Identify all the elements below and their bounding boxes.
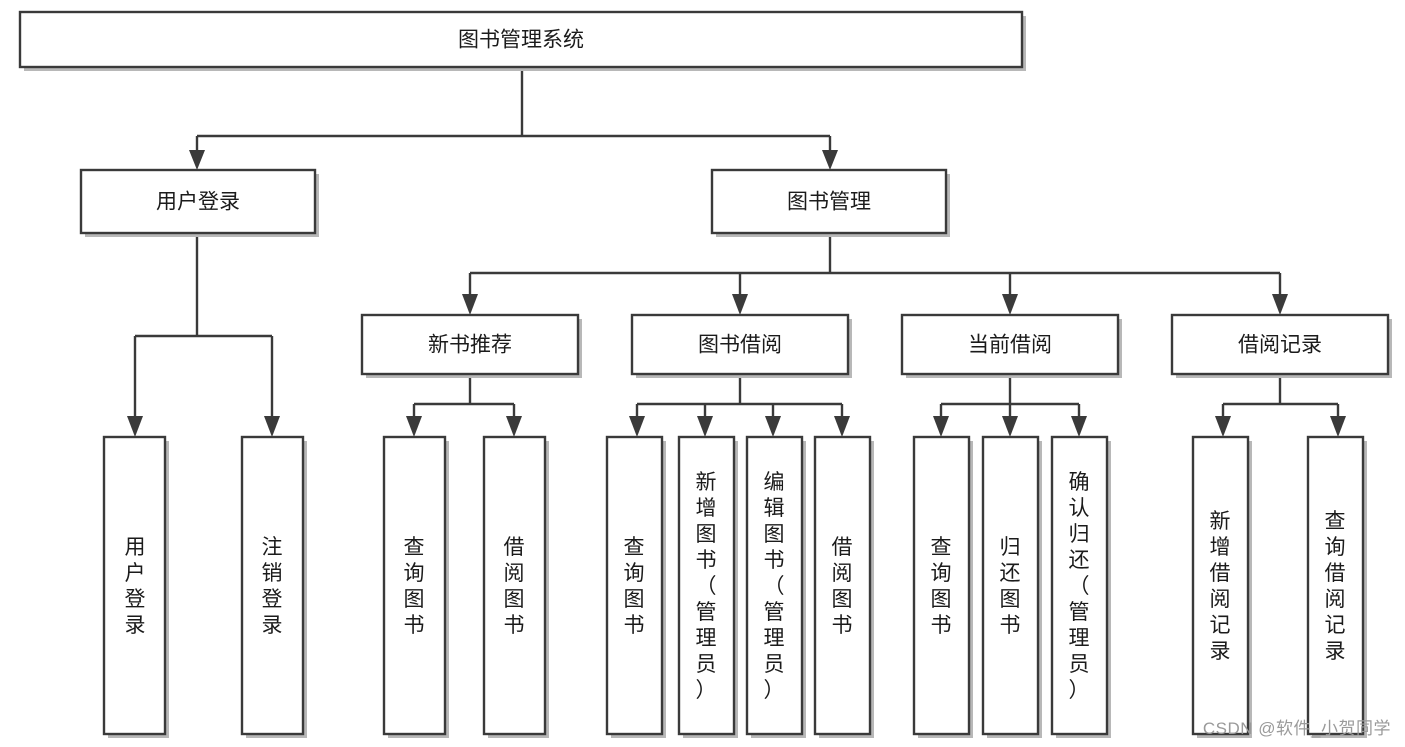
leaf-query-record-label: 查询借阅记录 xyxy=(1325,510,1346,663)
arrow-leaf-add-book xyxy=(697,416,713,437)
borrow-record-label: 借阅记录 xyxy=(1238,334,1322,357)
leaf-query-book-1-box[interactable] xyxy=(382,435,447,736)
new-book-recommend-label: 新书推荐 xyxy=(428,334,512,357)
leaf-edit-book-box[interactable] xyxy=(745,435,804,736)
leaf-edit-book[interactable]: 编辑图书（管理员） xyxy=(745,435,806,738)
arrow-leaf-edit-book xyxy=(765,416,781,437)
leaf-borrow-book-2[interactable]: 借阅图书 xyxy=(813,435,874,738)
user-login-box[interactable] xyxy=(79,168,317,235)
leaf-user-logout[interactable]: 注销登录 xyxy=(240,435,307,738)
leaf-return-book-box[interactable] xyxy=(981,435,1040,736)
book-borrow-box[interactable] xyxy=(630,313,850,376)
leaf-user-login-box[interactable] xyxy=(102,435,167,736)
leaf-user-logout-label: 注销登录 xyxy=(262,536,283,637)
leaf-borrow-book-1-box[interactable] xyxy=(482,435,547,736)
leaf-add-book-box[interactable] xyxy=(677,435,736,736)
arrow-leaf-user-login xyxy=(127,416,143,437)
borrow-record-box[interactable] xyxy=(1170,313,1390,376)
csdn-watermark: CSDN @软件_小贺同学 xyxy=(1202,719,1391,738)
book-management-label: 图书管理 xyxy=(787,191,871,214)
arrow-user-login xyxy=(189,150,205,170)
leaf-query-book-3[interactable]: 查询图书 xyxy=(912,435,973,738)
leaf-confirm-return-box[interactable] xyxy=(1050,435,1109,736)
node-current-borrow[interactable]: 当前借阅 xyxy=(900,313,1122,378)
leaf-confirm-return[interactable]: 确认归还（管理员） xyxy=(1050,435,1111,738)
arrow-leaf-return-book xyxy=(1002,416,1018,437)
arrow-leaf-query-book-2 xyxy=(629,416,645,437)
arrow-leaf-query-book-1 xyxy=(406,416,422,437)
leaf-add-book[interactable]: 新增图书（管理员） xyxy=(677,435,738,738)
leaf-query-record[interactable]: 查询借阅记录 xyxy=(1306,435,1367,738)
node-user-login[interactable]: 用户登录 xyxy=(79,168,319,237)
leaf-add-record[interactable]: 新增借阅记录 xyxy=(1191,435,1252,738)
leaf-borrow-book-1[interactable]: 借阅图书 xyxy=(482,435,549,738)
arrow-leaf-query-book-3 xyxy=(933,416,949,437)
current-borrow-label: 当前借阅 xyxy=(968,334,1052,357)
leaf-query-book-2-label: 查询图书 xyxy=(624,536,645,637)
leaf-query-book-2[interactable]: 查询图书 xyxy=(605,435,666,738)
leaf-user-login-label: 用户登录 xyxy=(125,536,146,637)
root-label: 图书管理系统 xyxy=(458,29,584,52)
leaf-query-book-1-label: 查询图书 xyxy=(404,536,425,637)
arrow-borrow-record xyxy=(1272,294,1288,315)
current-borrow-box[interactable] xyxy=(900,313,1120,376)
node-new-book-recommend[interactable]: 新书推荐 xyxy=(360,313,582,378)
arrow-leaf-borrow-book-1 xyxy=(506,416,522,437)
node-book-borrow[interactable]: 图书借阅 xyxy=(630,313,852,378)
leaf-add-record-box[interactable] xyxy=(1191,435,1250,736)
leaf-borrow-book-2-box[interactable] xyxy=(813,435,872,736)
leaf-query-record-box[interactable] xyxy=(1306,435,1365,736)
arrow-book-borrow xyxy=(732,294,748,315)
arrow-book-management xyxy=(822,150,838,170)
arrow-leaf-user-logout xyxy=(264,416,280,437)
node-root[interactable]: 图书管理系统 xyxy=(18,10,1026,71)
leaf-borrow-book-1-label: 借阅图书 xyxy=(504,536,525,637)
leaf-return-book-label: 归还图书 xyxy=(1000,536,1021,637)
leaf-add-book-label: 新增图书（管理员） xyxy=(696,471,717,702)
book-management-box[interactable] xyxy=(710,168,948,235)
leaf-borrow-book-2-label: 借阅图书 xyxy=(832,536,853,637)
arrow-leaf-query-record xyxy=(1330,416,1346,437)
leaf-user-logout-box[interactable] xyxy=(240,435,305,736)
arrow-leaf-confirm-return xyxy=(1071,416,1087,437)
leaf-query-book-2-box[interactable] xyxy=(605,435,664,736)
node-book-management[interactable]: 图书管理 xyxy=(710,168,950,237)
new-book-recommend-box[interactable] xyxy=(360,313,580,376)
leaf-confirm-return-label: 确认归还（管理员） xyxy=(1069,471,1090,702)
user-login-label: 用户登录 xyxy=(156,191,240,214)
leaf-query-book-3-label: 查询图书 xyxy=(931,536,952,637)
node-borrow-record[interactable]: 借阅记录 xyxy=(1170,313,1392,378)
edge-group xyxy=(127,67,1346,437)
arrow-leaf-borrow-book-2 xyxy=(834,416,850,437)
book-borrow-label: 图书借阅 xyxy=(698,334,782,357)
leaf-return-book[interactable]: 归还图书 xyxy=(981,435,1042,738)
leaf-add-record-label: 新增借阅记录 xyxy=(1210,510,1231,663)
arrow-new-book-recommend xyxy=(462,294,478,315)
arrow-leaf-add-record xyxy=(1215,416,1231,437)
leaf-query-book-1[interactable]: 查询图书 xyxy=(382,435,449,738)
leaf-query-book-3-box[interactable] xyxy=(912,435,971,736)
root-box[interactable] xyxy=(18,10,1024,69)
leaf-user-login[interactable]: 用户登录 xyxy=(102,435,169,738)
arrow-current-borrow xyxy=(1002,294,1018,315)
leaf-edit-book-label: 编辑图书（管理员） xyxy=(764,471,785,702)
